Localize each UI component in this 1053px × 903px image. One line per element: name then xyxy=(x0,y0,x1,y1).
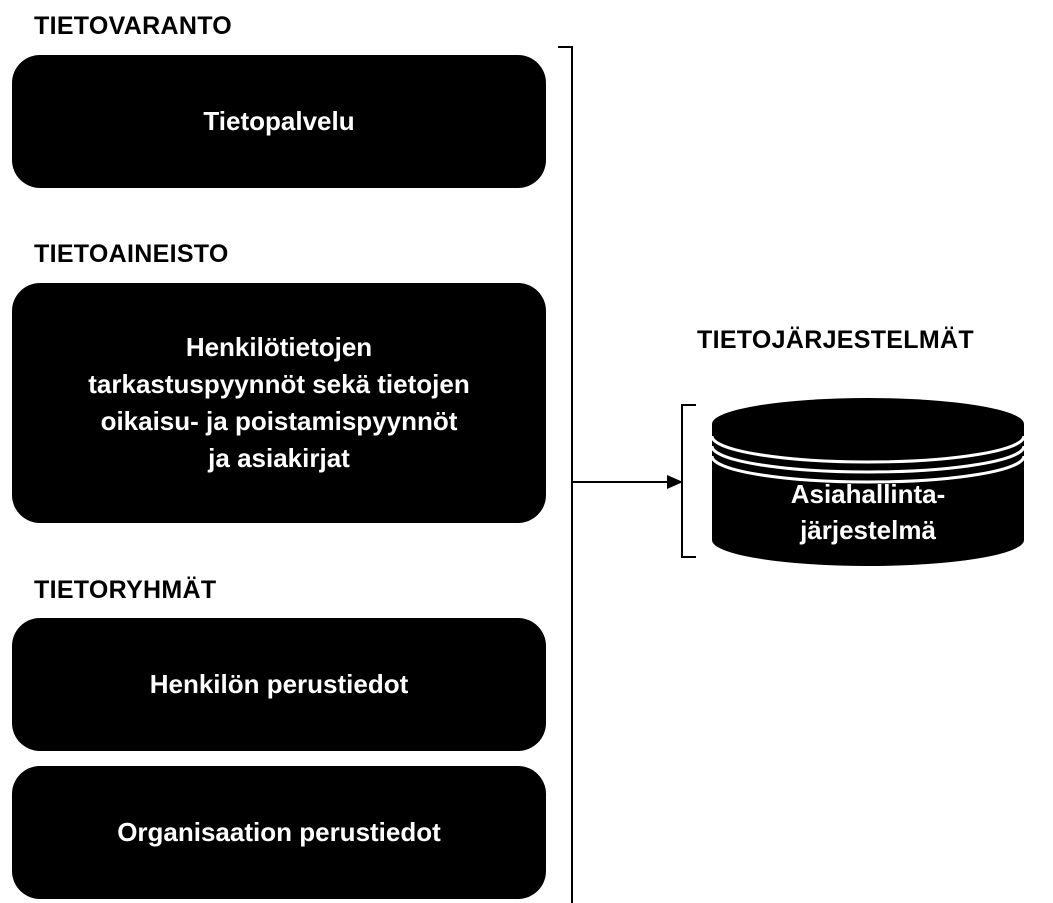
tietojarjestelmat-heading: TIETOJÄRJESTELMÄT xyxy=(697,326,974,354)
tietoaineisto-heading: TIETOAINEISTO xyxy=(34,240,229,268)
organisaation-perustiedot-box: Organisaation perustiedot xyxy=(12,766,546,899)
organisaation-perustiedot-label: Organisaation perustiedot xyxy=(117,817,441,847)
tietovaranto-heading: TIETOVARANTO xyxy=(34,12,233,40)
left-group-bracket xyxy=(558,46,573,903)
henkilon-perustiedot-label: Henkilön perustiedot xyxy=(149,669,409,699)
database-cylinder-icon xyxy=(710,398,1026,566)
henkilotietojen-pyynnot-label: Henkilötietojen tarkastuspyynnöt sekä ti… xyxy=(88,332,470,473)
henkilon-perustiedot-box: Henkilön perustiedot xyxy=(12,618,546,751)
tietoryhmat-heading: TIETORYHMÄT xyxy=(34,576,217,604)
tietopalvelu-box: Tietopalvelu xyxy=(12,55,546,188)
connector-arrowhead xyxy=(667,475,683,489)
system-bracket xyxy=(681,404,696,558)
henkilotietojen-pyynnot-box: Henkilötietojen tarkastuspyynnöt sekä ti… xyxy=(12,283,546,523)
asiahallintajarjestelma-label: Asiahallinta- järjestelmä xyxy=(790,479,946,545)
tietopalvelu-label: Tietopalvelu xyxy=(203,106,355,136)
